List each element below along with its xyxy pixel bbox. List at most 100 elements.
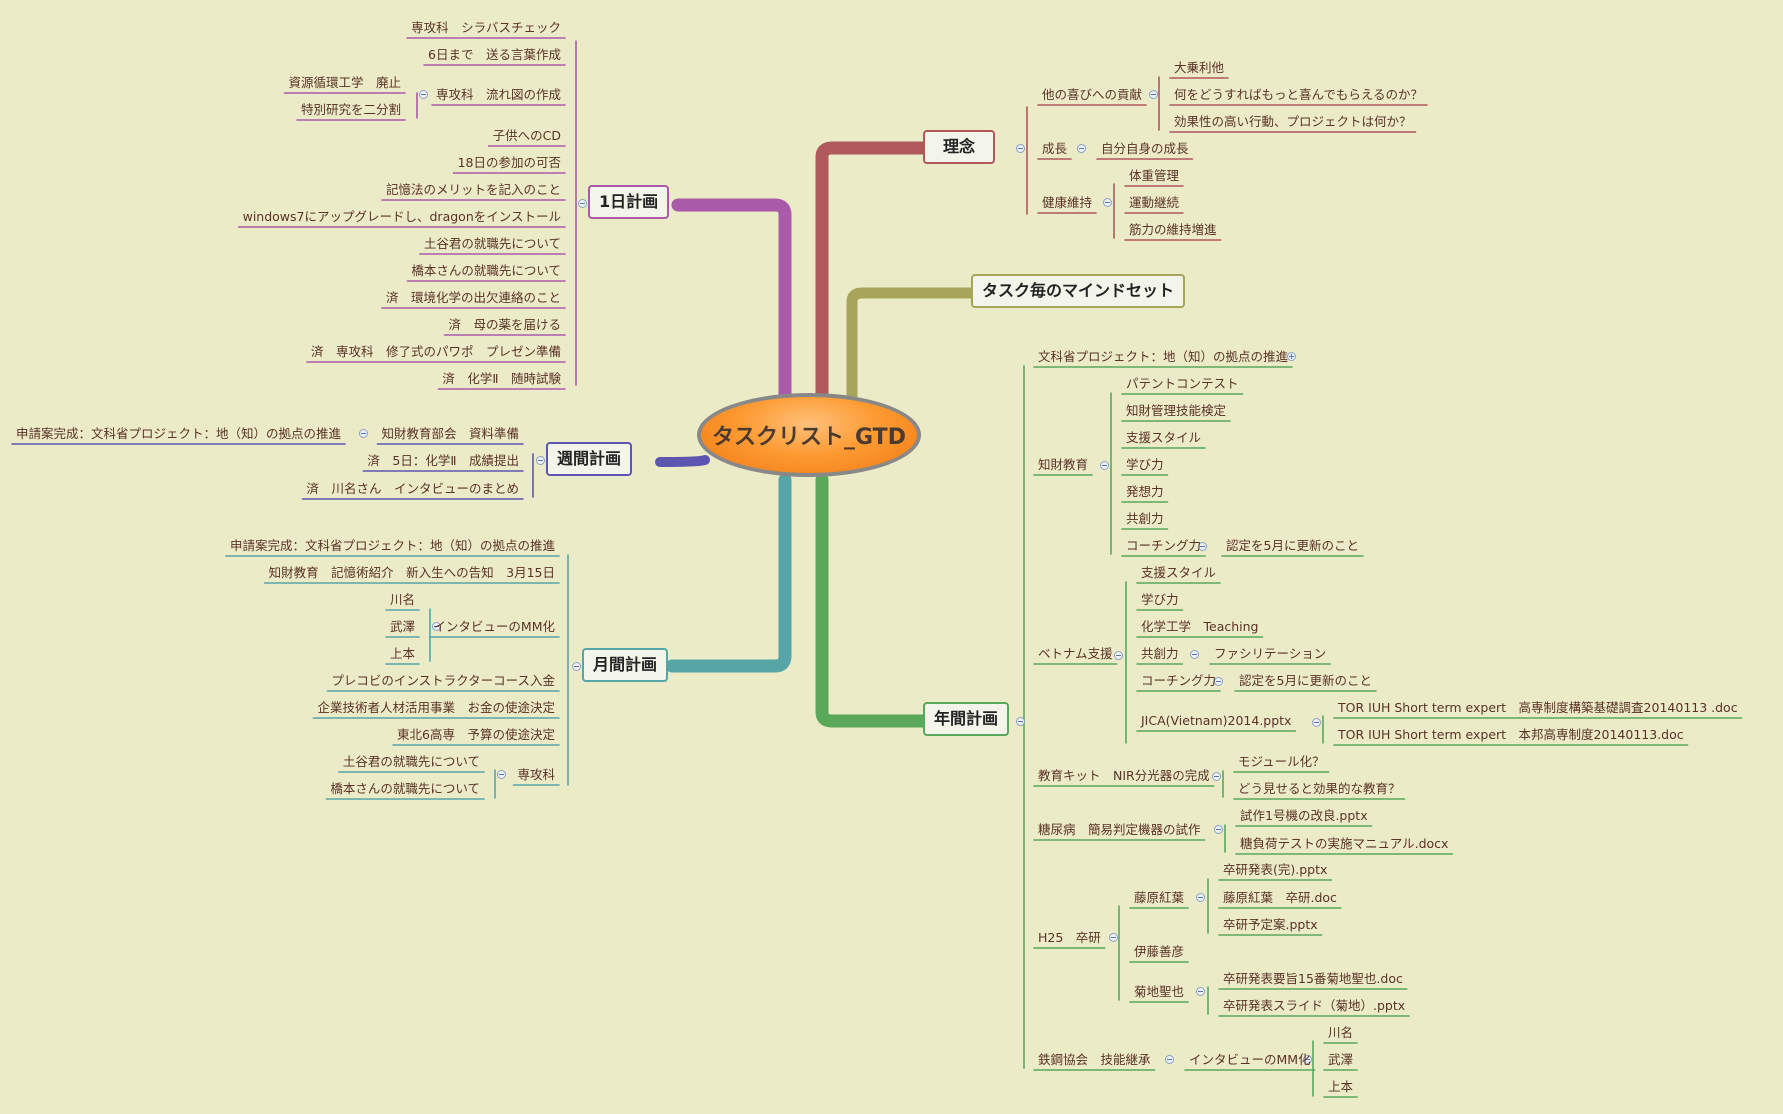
subtopic[interactable]: TOR IUH Short term expert 高専制度構築基礎調査2014… bbox=[1338, 700, 1738, 715]
subtopic[interactable]: 何をどうすればもっと喜んでもらえるのか？ bbox=[1174, 87, 1424, 102]
subtopic[interactable]: 武澤 bbox=[1328, 1052, 1354, 1067]
subtopic[interactable]: 卒研発表(完).pptx bbox=[1223, 862, 1328, 877]
subtopic[interactable]: 土谷君の就職先について bbox=[342, 754, 480, 769]
subtopic[interactable]: 共創力 bbox=[1126, 511, 1164, 526]
subtopic[interactable]: 糖尿病 簡易判定機器の試作 bbox=[1038, 822, 1201, 837]
subtopic[interactable]: 卒研発表要旨15番菊地聖也.doc bbox=[1223, 971, 1403, 986]
topic-monthly-plan[interactable]: 月間計画 bbox=[582, 648, 669, 682]
subtopic[interactable]: 大乗利他 bbox=[1174, 60, 1225, 75]
subtopic[interactable]: 効果性の高い行動、プロジェクトは何か？ bbox=[1174, 114, 1412, 129]
subtopic[interactable]: 卒研発表スライド（菊地）.pptx bbox=[1223, 998, 1406, 1013]
subtopic[interactable]: 教育キット NIR分光器の完成 bbox=[1038, 768, 1210, 783]
expand-toggle-icon[interactable] bbox=[1287, 352, 1296, 361]
subtopic[interactable]: 済 母の薬を届ける bbox=[448, 317, 561, 332]
subtopic[interactable]: コーチング力 bbox=[1126, 538, 1202, 553]
subtopic[interactable]: 上本 bbox=[389, 646, 415, 661]
subtopic[interactable]: 体重管理 bbox=[1129, 168, 1180, 183]
subtopic[interactable]: 支援スタイル bbox=[1141, 565, 1217, 580]
subtopic[interactable]: 記憶法のメリットを記入のこと bbox=[385, 182, 561, 197]
subtopic[interactable]: 橋本さんの就職先について bbox=[411, 263, 561, 278]
topic-philosophy[interactable]: 理念 bbox=[923, 130, 996, 164]
collapse-toggle-icon[interactable] bbox=[1114, 651, 1123, 660]
subtopic[interactable]: 藤原紅葉 bbox=[1134, 890, 1185, 905]
subtopic[interactable]: 企業技術者人材活用事業 お金の使途決定 bbox=[317, 700, 555, 715]
subtopic[interactable]: 専攻科 シラバスチェック bbox=[411, 20, 561, 35]
subtopic[interactable]: 支援スタイル bbox=[1126, 430, 1202, 445]
subtopic[interactable]: インタビューのMM化 bbox=[1189, 1052, 1311, 1067]
collapse-toggle-icon[interactable] bbox=[1165, 1055, 1174, 1064]
subtopic[interactable]: 専攻科 bbox=[517, 767, 555, 782]
collapse-toggle-icon[interactable] bbox=[1214, 825, 1223, 834]
collapse-toggle-icon[interactable] bbox=[572, 662, 581, 671]
subtopic[interactable]: 済 5日：化学Ⅱ 成績提出 bbox=[367, 453, 519, 468]
subtopic[interactable]: インタビューのMM化 bbox=[433, 619, 555, 634]
topic-1day-plan[interactable]: 1日計画 bbox=[588, 185, 670, 219]
subtopic[interactable]: 6日まで 送る言葉作成 bbox=[428, 47, 561, 62]
topic-annual-plan[interactable]: 年間計画 bbox=[923, 702, 1010, 736]
collapse-toggle-icon[interactable] bbox=[1100, 461, 1109, 470]
subtopic[interactable]: 東北6高専 予算の使途決定 bbox=[397, 727, 555, 742]
subtopic[interactable]: 伊藤善彦 bbox=[1134, 944, 1185, 959]
subtopic[interactable]: 18日の参加の可否 bbox=[457, 155, 561, 170]
subtopic[interactable]: 済 専攻科 修了式のパワポ プレゼン準備 bbox=[310, 344, 561, 359]
subtopic[interactable]: 知財教育部会 資料準備 bbox=[381, 426, 519, 441]
subtopic[interactable]: 申請案完成：文科省プロジェクト：地（知）の拠点の推進 bbox=[229, 538, 555, 553]
subtopic[interactable]: 武澤 bbox=[389, 619, 415, 634]
collapse-toggle-icon[interactable] bbox=[1109, 933, 1118, 942]
subtopic[interactable]: 自分自身の成長 bbox=[1101, 141, 1189, 156]
subtopic[interactable]: 川名 bbox=[389, 592, 415, 607]
subtopic[interactable]: 子供へのCD bbox=[492, 128, 561, 143]
subtopic[interactable]: 申請案完成：文科省プロジェクト：地（知）の拠点の推進 bbox=[15, 426, 341, 441]
central-topic[interactable]: タスクリスト_GTD bbox=[697, 393, 921, 477]
subtopic[interactable]: 川名 bbox=[1328, 1025, 1354, 1040]
subtopic[interactable]: 土谷君の就職先について bbox=[423, 236, 561, 251]
collapse-toggle-icon[interactable] bbox=[1198, 542, 1207, 551]
subtopic[interactable]: 文科省プロジェクト：地（知）の拠点の推進 bbox=[1038, 349, 1289, 364]
subtopic[interactable]: パテントコンテスト bbox=[1126, 376, 1239, 391]
subtopic[interactable]: 知財教育 記憶術紹介 新入生への告知 3月15日 bbox=[268, 565, 555, 580]
collapse-toggle-icon[interactable] bbox=[1016, 144, 1025, 153]
subtopic[interactable]: 共創力 bbox=[1141, 646, 1179, 661]
subtopic[interactable]: 知財管理技能検定 bbox=[1126, 403, 1227, 418]
collapse-toggle-icon[interactable] bbox=[1212, 772, 1221, 781]
collapse-toggle-icon[interactable] bbox=[419, 90, 428, 99]
subtopic[interactable]: 認定を5月に更新のこと bbox=[1226, 538, 1359, 553]
subtopic[interactable]: 健康維持 bbox=[1042, 195, 1093, 210]
subtopic[interactable]: ベトナム支援 bbox=[1038, 646, 1113, 661]
collapse-toggle-icon[interactable] bbox=[1303, 1055, 1312, 1064]
subtopic[interactable]: 藤原紅葉 卒研.doc bbox=[1223, 890, 1337, 905]
subtopic[interactable]: 鉄鋼協会 技能継承 bbox=[1038, 1052, 1151, 1067]
subtopic[interactable]: 学び力 bbox=[1141, 592, 1179, 607]
subtopic[interactable]: 済 化学Ⅱ 随時試験 bbox=[442, 371, 561, 386]
subtopic[interactable]: 卒研予定案.pptx bbox=[1223, 917, 1318, 932]
subtopic[interactable]: コーチング力 bbox=[1141, 673, 1217, 688]
subtopic[interactable]: 運動継続 bbox=[1129, 195, 1180, 210]
collapse-toggle-icon[interactable] bbox=[578, 199, 587, 208]
subtopic[interactable]: 上本 bbox=[1328, 1079, 1354, 1094]
collapse-toggle-icon[interactable] bbox=[536, 456, 545, 465]
subtopic[interactable]: H25 卒研 bbox=[1038, 930, 1101, 945]
subtopic[interactable]: 発想力 bbox=[1126, 484, 1164, 499]
subtopic[interactable]: windows7にアップグレードし、dragonをインストール bbox=[242, 209, 561, 224]
subtopic[interactable]: 済 環境化学の出欠連絡のこと bbox=[385, 290, 561, 305]
subtopic[interactable]: モジュール化？ bbox=[1238, 754, 1325, 769]
subtopic[interactable]: 資源循環工学 廃止 bbox=[288, 75, 401, 90]
subtopic[interactable]: どう見せると効果的な教育？ bbox=[1238, 781, 1401, 796]
collapse-toggle-icon[interactable] bbox=[1312, 718, 1321, 727]
collapse-toggle-icon[interactable] bbox=[1103, 198, 1112, 207]
collapse-toggle-icon[interactable] bbox=[359, 429, 368, 438]
subtopic[interactable]: 知財教育 bbox=[1038, 457, 1089, 472]
topic-task-mindset[interactable]: タスク毎のマインドセット bbox=[971, 274, 1186, 308]
subtopic[interactable]: TOR IUH Short term expert 本邦高専制度20140113… bbox=[1338, 727, 1684, 742]
subtopic[interactable]: 橋本さんの就職先について bbox=[330, 781, 480, 796]
collapse-toggle-icon[interactable] bbox=[1149, 90, 1158, 99]
collapse-toggle-icon[interactable] bbox=[1214, 677, 1223, 686]
collapse-toggle-icon[interactable] bbox=[1196, 987, 1205, 996]
subtopic[interactable]: プレコビのインストラクターコース入金 bbox=[331, 673, 555, 688]
subtopic[interactable]: 菊地聖也 bbox=[1134, 984, 1185, 999]
subtopic[interactable]: 筋力の維持増進 bbox=[1129, 222, 1217, 237]
collapse-toggle-icon[interactable] bbox=[1190, 650, 1199, 659]
collapse-toggle-icon[interactable] bbox=[1196, 893, 1205, 902]
subtopic[interactable]: ファシリテーション bbox=[1214, 646, 1327, 661]
subtopic[interactable]: 試作1号機の改良.pptx bbox=[1240, 808, 1368, 823]
